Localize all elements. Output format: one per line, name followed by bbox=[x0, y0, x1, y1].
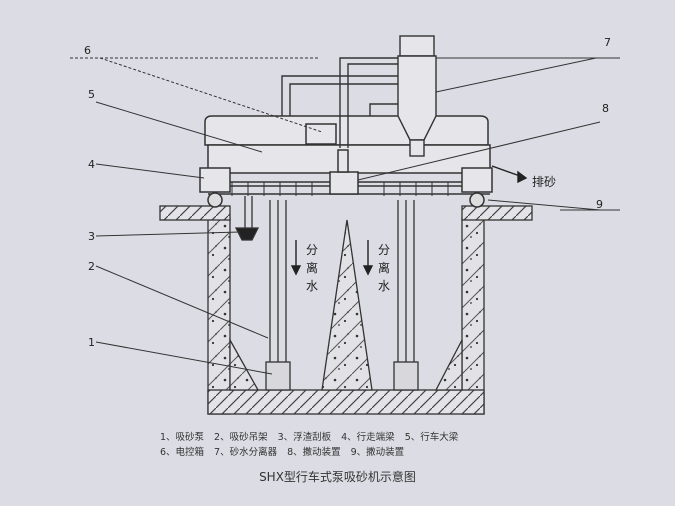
bridge-deck bbox=[207, 144, 491, 174]
legend-item: 1、吸砂泵 bbox=[160, 431, 205, 443]
flow-label-right-3: 水 bbox=[378, 279, 390, 293]
flow-arrows bbox=[290, 165, 528, 276]
leader-9 bbox=[487, 199, 601, 211]
leader-2 bbox=[95, 265, 269, 339]
end-beam-left bbox=[199, 167, 231, 193]
legend-item: 9、撒动装置 bbox=[350, 446, 405, 458]
drive-gearbox bbox=[329, 171, 359, 195]
sand-water-separator bbox=[397, 35, 437, 157]
callout-8: 8 bbox=[602, 102, 609, 115]
legend-item: 2、吸砂吊架 bbox=[214, 431, 268, 443]
hopper-divider-right bbox=[434, 339, 463, 391]
legend-item: 5、行车大梁 bbox=[404, 431, 459, 443]
suction-pump-right bbox=[393, 361, 419, 391]
flow-label-left-2: 离 bbox=[306, 260, 318, 275]
flow-label-right-1: 分 bbox=[378, 243, 390, 257]
legend-item: 3、浮渣刮板 bbox=[277, 431, 332, 443]
legend-item: 7、砂水分离器 bbox=[214, 446, 278, 458]
flow-label-right-2: 离 bbox=[378, 260, 390, 275]
hopper-divider-center bbox=[321, 219, 373, 391]
suction-pump-assembly bbox=[234, 196, 419, 391]
pipework bbox=[281, 57, 402, 148]
tank-right-wall bbox=[461, 217, 485, 415]
legend-row-2: 6、电控箱 7、砂水分离器 8、撒动装置 9、撒动装置 bbox=[160, 443, 540, 458]
leader-1 bbox=[95, 341, 273, 375]
bridge-frame bbox=[199, 115, 493, 208]
callout-5: 5 bbox=[88, 88, 95, 101]
legend-item: 6、电控箱 bbox=[160, 446, 205, 458]
leader-7b bbox=[435, 57, 597, 93]
callout-6: 6 bbox=[84, 44, 91, 57]
truss-members bbox=[231, 182, 449, 196]
callout-1: 1 bbox=[88, 336, 95, 349]
electric-control-box bbox=[305, 123, 337, 145]
flow-label-left-1: 分 bbox=[306, 243, 318, 257]
wheel-right bbox=[469, 192, 485, 208]
leader-4 bbox=[95, 163, 205, 179]
legend-item: 8、撒动装置 bbox=[287, 446, 341, 458]
callout-4: 4 bbox=[88, 158, 95, 171]
leader-5 bbox=[95, 101, 263, 153]
bridge-main-girder bbox=[204, 115, 489, 146]
callout-7: 7 bbox=[604, 36, 611, 49]
flow-label-sand-discharge: 排砂 bbox=[532, 175, 556, 189]
callout-9: 9 bbox=[596, 198, 603, 211]
wheel-left bbox=[207, 192, 223, 208]
end-beam-right bbox=[461, 167, 493, 193]
leader-3 bbox=[95, 231, 241, 237]
diagram-caption: SHX型行车式泵吸砂机示意图 bbox=[259, 470, 416, 484]
legend-row-1: 1、吸砂泵 2、吸砂吊架 3、浮渣刮板 4、行走端梁 5、行车大梁 bbox=[160, 428, 540, 443]
leader-8 bbox=[357, 121, 601, 181]
left-ledge bbox=[159, 205, 231, 221]
tank-structure bbox=[159, 205, 533, 415]
tank-bottom-slab bbox=[207, 389, 485, 415]
scum-scraper bbox=[234, 227, 260, 241]
suction-pump-left bbox=[265, 361, 291, 391]
drive-motor bbox=[337, 149, 349, 173]
right-ledge bbox=[461, 205, 533, 221]
legend: 1、吸砂泵 2、吸砂吊架 3、浮渣刮板 4、行走端梁 5、行车大梁 6、电控箱 … bbox=[160, 428, 540, 458]
tank-left-wall bbox=[207, 217, 231, 415]
callout-2: 2 bbox=[88, 260, 95, 273]
callout-3: 3 bbox=[88, 230, 95, 243]
flow-label-left-3: 水 bbox=[306, 279, 318, 293]
leader-6b bbox=[99, 57, 323, 133]
leader-lines bbox=[70, 57, 620, 375]
legend-item: 4、行走端梁 bbox=[341, 431, 395, 443]
hopper-divider-left bbox=[229, 337, 260, 391]
